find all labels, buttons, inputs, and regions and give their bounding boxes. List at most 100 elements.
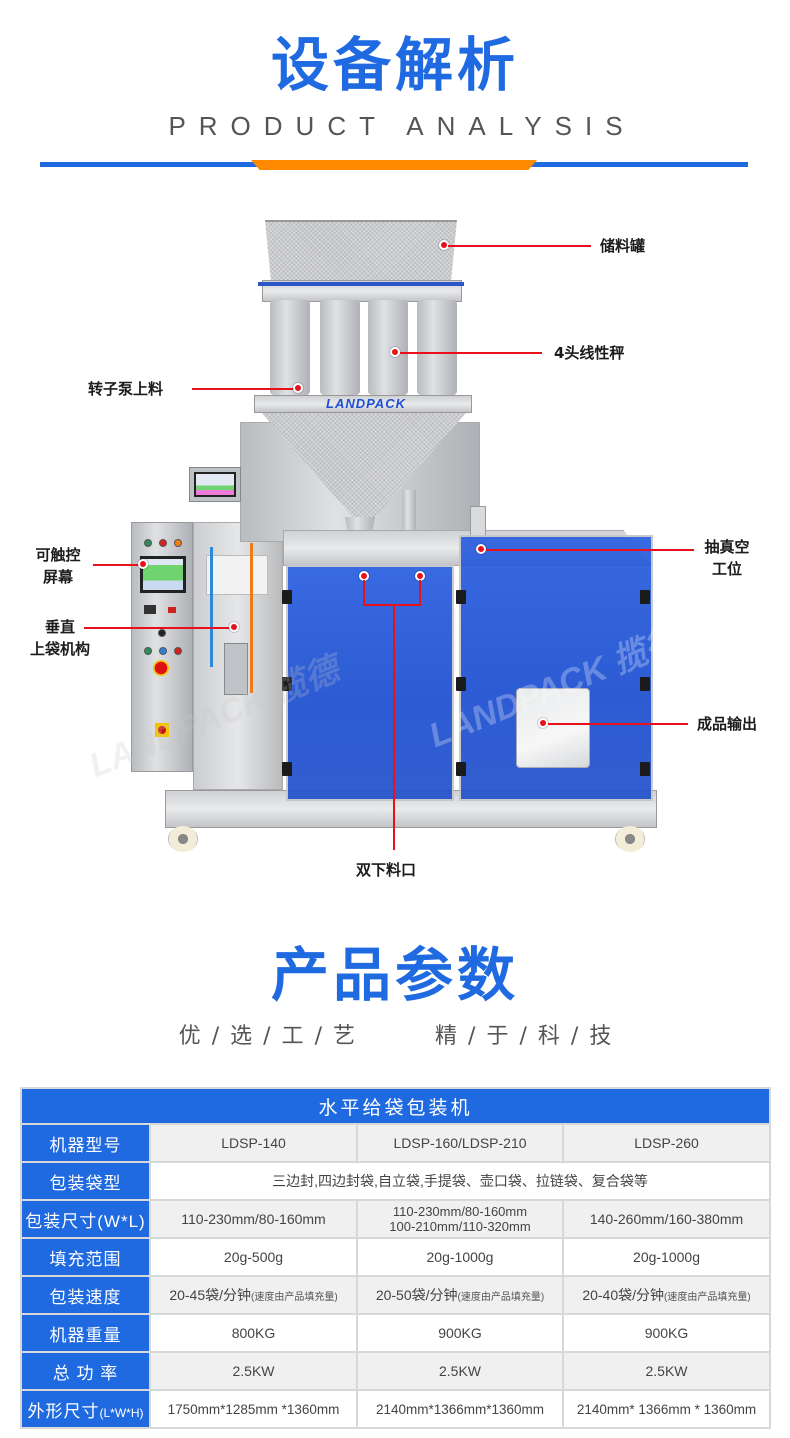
button-green — [144, 647, 152, 655]
cell-value: 2.5KW — [149, 1351, 358, 1391]
callout-line-product-output — [548, 723, 688, 725]
control-cabinet — [131, 522, 193, 772]
section-subtitle-product-analysis: PRODUCT ANALYSIS — [168, 111, 636, 141]
slogan-char: 艺 — [332, 1024, 355, 1049]
callout-line-rotor-pump-feeding — [192, 388, 296, 390]
row-label-text: 外形尺寸 — [27, 1401, 100, 1421]
row-label: 机器型号 — [20, 1123, 151, 1163]
emergency-stop — [153, 660, 169, 676]
callout-label-touch-screen: 可触控 屏幕 — [28, 544, 88, 588]
selector-knob — [158, 629, 166, 637]
slogan-separator: / — [263, 1024, 271, 1049]
row-label: 填充范围 — [20, 1237, 151, 1277]
speed-note: (速度由产品填充量) — [251, 1292, 338, 1303]
cell-value: 2140mm* 1366mm * 1360mm — [561, 1389, 772, 1429]
callout-line-touch-screen — [93, 564, 143, 566]
switch-red — [168, 607, 176, 613]
cell-value: 20-40袋/分钟(速度由产品填充量) — [561, 1275, 772, 1315]
weigh-bucket-2 — [320, 300, 360, 395]
slogan-char: 工 — [281, 1024, 304, 1049]
section-slogan: 优 / 选 / 工 / 艺 精 / 于 / 科 / 技 — [0, 1022, 790, 1052]
cell-value: 20-45袋/分钟(速度由产品填充量) — [149, 1275, 358, 1315]
callout-line-storage-hopper — [448, 245, 591, 247]
brand-logo: LANDPACK — [326, 396, 406, 411]
speed-note: (速度由产品填充量) — [664, 1292, 751, 1303]
table-row-model: 机器型号 LDSP-140 LDSP-160/LDSP-210 LDSP-260 — [20, 1123, 772, 1163]
cell-value: LDSP-140 — [149, 1123, 358, 1163]
cell-value: 20g-1000g — [561, 1237, 772, 1277]
callout-label-line: 抽真空 — [704, 538, 750, 556]
slogan-char: 精 — [435, 1024, 458, 1049]
callout-line-linear-weigher — [400, 352, 542, 354]
spec-table: 水平给袋包装机 机器型号 LDSP-140 LDSP-160/LDSP-210 … — [19, 1087, 772, 1429]
air-hose-orange — [250, 543, 253, 693]
door-hinge — [640, 677, 650, 691]
callout-label-line: 屏幕 — [42, 568, 73, 586]
speed-value: 20-50袋/分钟 — [375, 1287, 458, 1303]
callout-label-product-output: 成品输出 — [697, 715, 758, 733]
row-label-suffix: (W*L) — [97, 1211, 146, 1231]
callout-line-vertical-bag-loading — [84, 627, 234, 629]
indicator-light-green — [144, 539, 152, 547]
door-hinge — [282, 762, 292, 776]
callout-marker-linear-weigher — [390, 347, 400, 357]
cell-value: 2.5KW — [561, 1351, 772, 1391]
callout-marker-vacuum-station — [476, 544, 486, 554]
speed-note: (速度由产品填充量) — [457, 1292, 545, 1303]
door-hinge — [282, 677, 292, 691]
weigh-bucket-1 — [270, 300, 310, 395]
cell-value: 2.5KW — [356, 1351, 564, 1391]
cell-value: LDSP-160/LDSP-210 — [356, 1123, 564, 1163]
cell-value: 20-50袋/分钟(速度由产品填充量) — [356, 1275, 564, 1315]
door-hinge — [456, 762, 466, 776]
door-hinge — [640, 590, 650, 604]
row-label: 外形尺寸(L*W*H) — [20, 1389, 151, 1429]
door-hinge — [456, 590, 466, 604]
slogan-char: 科 — [537, 1024, 560, 1049]
callout-label-rotor-pump-feeding: 转子泵上料 — [88, 380, 164, 398]
callout-label-line: 上袋机构 — [29, 640, 90, 658]
header-divider-accent — [251, 160, 537, 170]
cell-value: 2140mm*1366mm*1360mm — [356, 1389, 564, 1429]
callout-marker-rotor-pump-feeding — [293, 383, 303, 393]
cell-value-line: 110-230mm/80-160mm — [392, 1204, 528, 1219]
table-row-bag-type: 包装袋型 三边封,四边封袋,自立袋,手提袋、壶口袋、拉链袋、复合袋等 — [20, 1161, 772, 1201]
row-label: 机器重量 — [20, 1313, 151, 1353]
cell-value-line: 100-210mm/110-320mm — [389, 1219, 531, 1234]
callout-label-vertical-bag-loading: 垂直 上袋机构 — [20, 616, 100, 660]
button-blue — [159, 647, 167, 655]
cell-value: 1750mm*1285mm *1360mm — [149, 1389, 358, 1429]
spec-table-caption: 水平给袋包装机 — [19, 1087, 772, 1125]
callout-label-line: 工位 — [711, 560, 742, 578]
table-row-dimensions: 外形尺寸(L*W*H) 1750mm*1285mm *1360mm 2140mm… — [20, 1389, 772, 1429]
callout-label-linear-weigher: 4头线性秤 — [554, 344, 625, 362]
row-label: 包装速度 — [20, 1275, 151, 1315]
callout-marker-product-output — [538, 718, 548, 728]
indicator-light-orange — [174, 539, 182, 547]
cell-value: 110-230mm/80-160mm 100-210mm/110-320mm — [356, 1199, 564, 1239]
bag-loading-frame — [193, 522, 283, 790]
touch-screen-panel — [140, 556, 186, 593]
table-row-bag-size: 包装尺寸(W*L) 110-230mm/80-160mm 110-230mm/8… — [20, 1199, 772, 1239]
cell-value: 140-260mm/160-380mm — [561, 1199, 772, 1239]
weigher-hmi-screen — [189, 467, 241, 502]
cell-value: 900KG — [356, 1313, 564, 1353]
callout-label-vacuum-station: 抽真空 工位 — [697, 536, 757, 580]
door-hinge — [640, 762, 650, 776]
row-label: 包装袋型 — [20, 1161, 151, 1201]
cell-value: 20g-1000g — [356, 1237, 564, 1277]
row-label: 包装尺寸(W*L) — [20, 1199, 151, 1239]
callout-label-storage-hopper: 储料罐 — [600, 237, 646, 255]
slogan-separator: / — [468, 1024, 476, 1049]
cell-value: 110-230mm/80-160mm — [149, 1199, 358, 1239]
callout-line-dual-discharge — [393, 604, 395, 850]
callout-label-line: 可触控 — [35, 546, 81, 564]
callout-label-line: 垂直 — [44, 618, 75, 636]
table-row-speed: 包装速度 20-45袋/分钟(速度由产品填充量) 20-50袋/分钟(速度由产品… — [20, 1275, 772, 1315]
slogan-separator: / — [314, 1024, 322, 1049]
door-hinge — [456, 677, 466, 691]
indicator-light-red — [159, 539, 167, 547]
slogan-char: 选 — [230, 1024, 253, 1049]
callout-line-dual-discharge — [419, 580, 421, 605]
row-label-suffix: (L*W*H) — [99, 1405, 144, 1420]
